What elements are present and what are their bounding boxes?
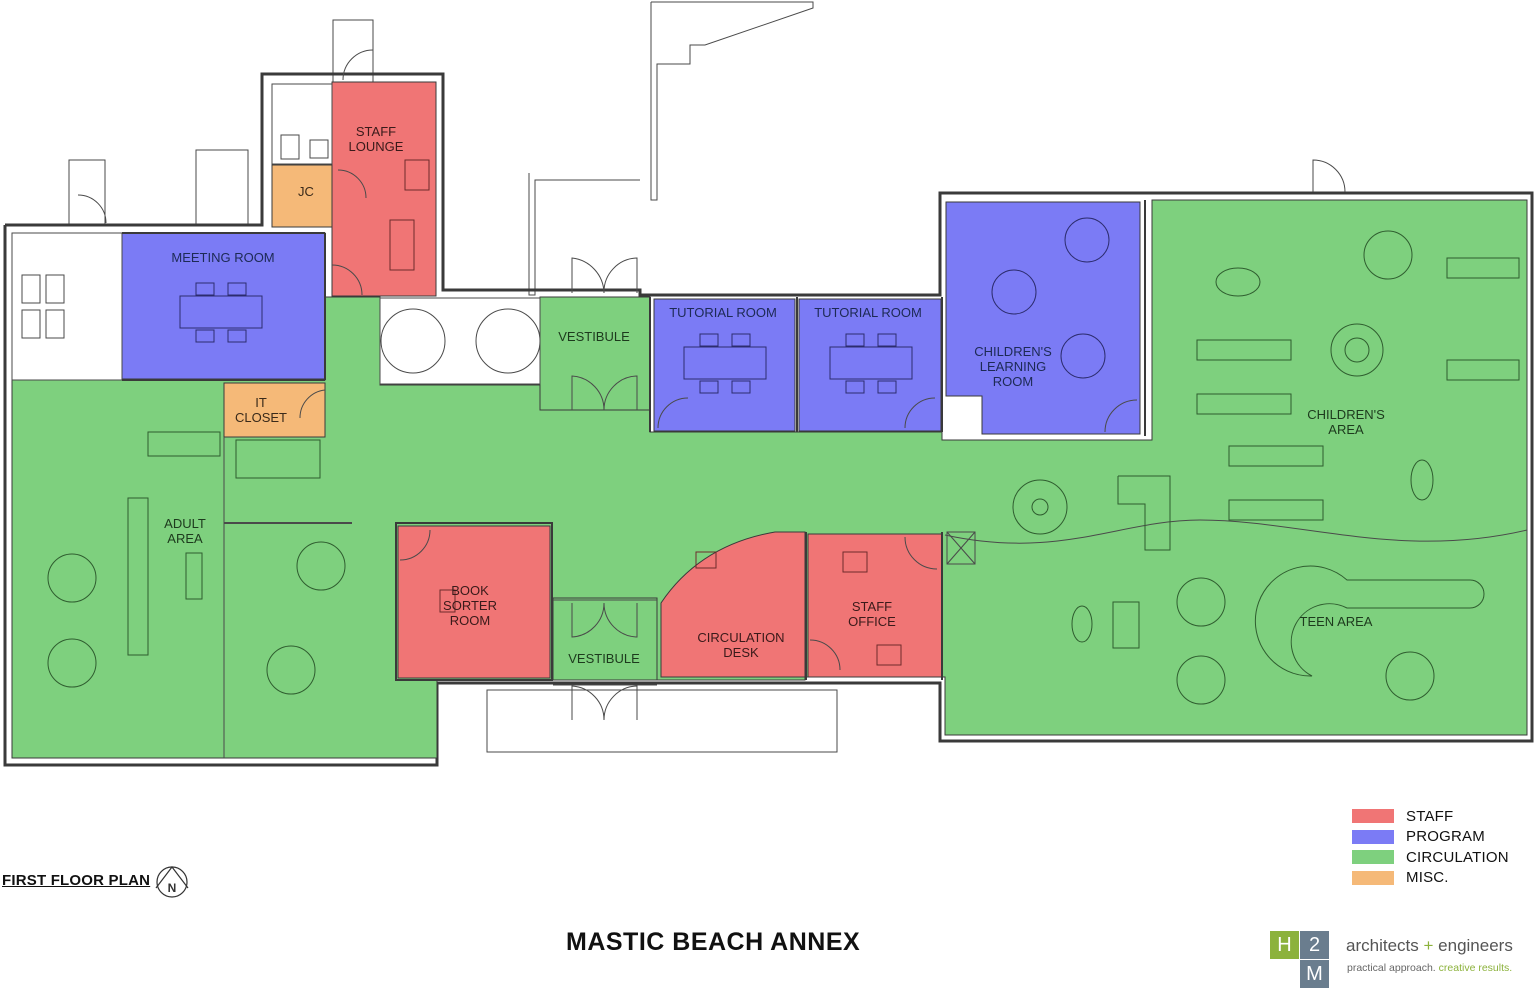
brand-left: architects <box>1346 936 1419 955</box>
label-meeting-room: MEETING ROOM <box>171 250 274 265</box>
label-vestibule-top: VESTIBULE <box>558 329 630 344</box>
room-label-line: DESK <box>723 645 759 660</box>
room-label-line: CHILDREN'S <box>1307 407 1385 422</box>
brand-name: architects + engineers <box>1346 936 1513 956</box>
room-label-line: AREA <box>167 531 203 546</box>
doors <box>77 49 1346 721</box>
legend: STAFF PROGRAM CIRCULATION MISC. <box>1352 806 1509 888</box>
legend-label-staff: STAFF <box>1406 807 1454 825</box>
room-label-line: STAFF <box>852 599 892 614</box>
room-label-line: LOUNGE <box>349 139 404 154</box>
room-label-line: CLOSET <box>235 410 287 425</box>
legend-item-circulation: CIRCULATION <box>1352 847 1509 868</box>
room-jc <box>271 164 333 228</box>
room-label-line: ADULT <box>164 516 206 531</box>
h2m-logo: H 2 M <box>1270 931 1330 989</box>
floor-plan-label: FIRST FLOOR PLAN <box>2 872 151 889</box>
label-teen-area: TEEN AREA <box>1300 614 1373 629</box>
furniture <box>21 134 1520 705</box>
room-label-line: CHILDREN'S <box>974 344 1052 359</box>
misc-rooms <box>223 164 333 438</box>
room-book-sorter <box>397 525 551 679</box>
label-tutorial-room-2: TUTORIAL ROOM <box>814 305 922 320</box>
room-tutorial-1 <box>653 298 796 432</box>
room-label-line: CIRCULATION <box>697 630 784 645</box>
label-vestibule-bottom: VESTIBULE <box>568 651 640 666</box>
zone-vestibule-top <box>539 296 651 411</box>
room-it-closet <box>223 382 326 438</box>
svg-text:N: N <box>168 881 177 895</box>
legend-swatch-staff <box>1352 809 1394 824</box>
room-label-line: MEETING ROOM <box>171 250 274 265</box>
logo-cell-h: H <box>1270 931 1299 959</box>
room-childrens-learning <box>945 201 1141 435</box>
legend-label-circulation: CIRCULATION <box>1406 848 1509 866</box>
logo-cell-2: 2 <box>1300 931 1329 959</box>
tagline-right: creative results. <box>1438 962 1513 974</box>
legend-label-program: PROGRAM <box>1406 828 1485 846</box>
north-arrow-icon: N <box>155 866 189 898</box>
logo-cell-blank <box>1270 960 1299 988</box>
room-label-line: TUTORIAL ROOM <box>669 305 777 320</box>
room-label-line: ROOM <box>993 374 1033 389</box>
logo-cell-m: M <box>1300 960 1329 988</box>
room-label-line: BOOK <box>451 583 489 598</box>
legend-swatch-misc <box>1352 870 1394 885</box>
legend-swatch-circulation <box>1352 850 1394 865</box>
tagline-left: practical approach. <box>1347 962 1436 974</box>
page-title: MASTIC BEACH ANNEX <box>566 928 861 956</box>
brand-tagline: practical approach. creative results. <box>1347 962 1512 974</box>
legend-swatch-program <box>1352 829 1394 844</box>
room-label-line: STAFF <box>356 124 396 139</box>
legend-item-staff: STAFF <box>1352 806 1509 827</box>
room-meeting <box>121 232 326 380</box>
legend-item-program: PROGRAM <box>1352 827 1509 848</box>
interior-walls <box>11 83 1528 758</box>
room-label-line: TUTORIAL ROOM <box>814 305 922 320</box>
legend-label-misc: MISC. <box>1406 869 1449 887</box>
room-label-line: VESTIBULE <box>558 329 630 344</box>
room-label-line: TEEN AREA <box>1300 614 1373 629</box>
room-label-line: AREA <box>1328 422 1364 437</box>
room-staff-lounge <box>331 81 437 297</box>
room-label-line: IT <box>255 395 267 410</box>
room-label-line: VESTIBULE <box>568 651 640 666</box>
room-label-line: SORTER <box>443 598 497 613</box>
zone-circulation-main <box>11 199 1528 759</box>
room-label-line: ROOM <box>450 613 490 628</box>
legend-item-misc: MISC. <box>1352 868 1509 889</box>
room-label-line: LEARNING <box>980 359 1046 374</box>
label-jc: JC <box>298 184 314 199</box>
brand-plus: + <box>1423 936 1434 955</box>
label-tutorial-room-1: TUTORIAL ROOM <box>669 305 777 320</box>
room-label-line: OFFICE <box>848 614 896 629</box>
room-tutorial-2 <box>798 298 942 432</box>
room-label-line: JC <box>298 184 314 199</box>
brand-right: engineers <box>1438 936 1513 955</box>
